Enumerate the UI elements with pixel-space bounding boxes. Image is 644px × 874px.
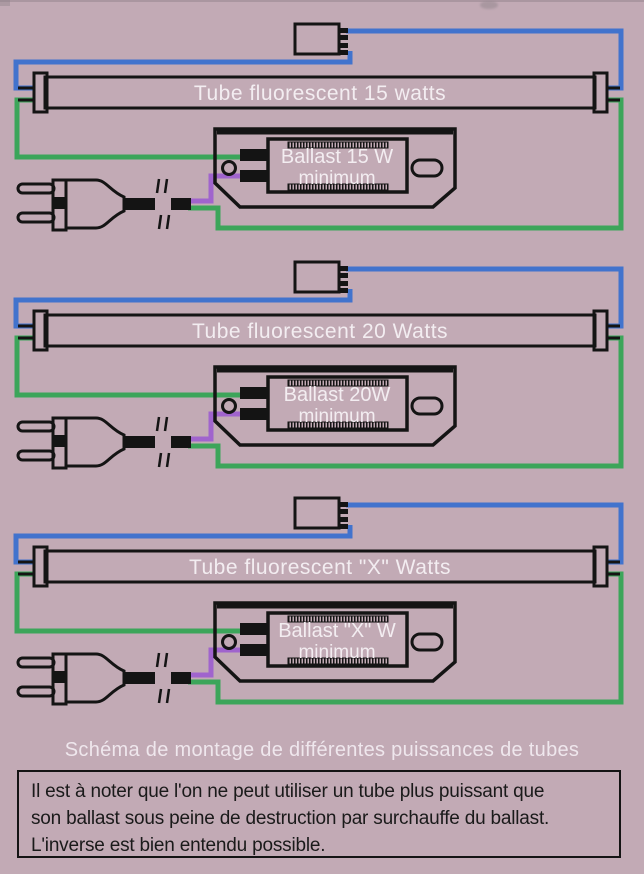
diagram-caption: Schéma de montage de différentes puissan… [64, 739, 580, 761]
ballast-label-xw-minimum: minimum [298, 642, 375, 663]
note-line-1: Il est à noter que l'on ne peut utiliser… [31, 781, 545, 802]
ballast-label-xw: Ballast "X" W [278, 620, 396, 642]
tube-label-xw: Tube fluorescent "X" Watts [189, 556, 451, 579]
tube-label-15w: Tube fluorescent 15 watts [194, 82, 446, 105]
circuit-section-15w [16, 24, 621, 230]
ballast-label-20w-minimum: minimum [298, 406, 375, 427]
ballast-label-15w: Ballast 15 W [281, 146, 393, 168]
wiring-diagram: Tube fluorescent 15 watts Tube fluoresce… [0, 0, 644, 735]
tube-label-20w: Tube fluorescent 20 Watts [192, 320, 448, 343]
note-line-2: son ballast sous peine de destruction pa… [31, 808, 550, 829]
circuit-section-xw [16, 498, 621, 704]
note-line-3: L'inverse est bien entendu possible. [31, 835, 326, 856]
circuit-section-20w [16, 262, 621, 468]
ballast-label-20w: Ballast 20W [284, 384, 391, 406]
note-box: Il est à noter que l'on ne peut utiliser… [17, 770, 621, 858]
ballast-label-15w-minimum: minimum [298, 168, 375, 189]
